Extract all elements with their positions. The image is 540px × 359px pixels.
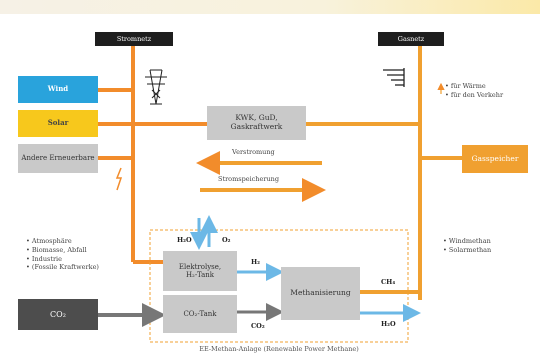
electrolysis-box: Elektrolyse, H₂-Tank xyxy=(163,251,237,291)
gas-grid-label: Gasnetz xyxy=(378,32,444,46)
methanation-box: Methanisierung xyxy=(281,267,360,320)
gas-use-heat: • für Wärme xyxy=(445,82,486,90)
products-list: • Windmethan • Solarmethan xyxy=(443,237,491,255)
gas-uses-list: • für Wärme • für den Verkehr xyxy=(445,82,503,100)
h2o-in-label: H₂O xyxy=(177,236,192,244)
gas-storage-box: Gasspeicher xyxy=(462,145,528,173)
co2-sources-list: • Atmosphäre • Biomasse, Abfall • Indust… xyxy=(26,237,99,272)
gas-pipe-icon xyxy=(383,68,405,87)
wind-box: Wind xyxy=(18,76,98,103)
plant-caption: EE-Methan-Anlage (Renewable Power Methan… xyxy=(199,345,359,353)
reconversion-label: Verstromung xyxy=(232,148,275,156)
h2o-out-label: H₂O xyxy=(381,320,396,328)
co2-source-atmosphere: • Atmosphäre xyxy=(26,237,72,245)
lightning-icon xyxy=(115,167,123,191)
co2-source-biomass: • Biomasse, Abfall xyxy=(26,245,87,254)
ch4-label: CH₄ xyxy=(381,278,396,286)
top-decorative-band xyxy=(0,0,540,14)
co2-source-industry: • Industrie xyxy=(26,254,62,263)
product-solar-methane: • Solarmethan xyxy=(443,245,492,254)
h2-label: H₂ xyxy=(251,258,260,266)
storage-label: Stromspeicherung xyxy=(218,175,279,183)
product-wind-methane: • Windmethan xyxy=(443,237,491,245)
o2-label: O₂ xyxy=(222,236,231,244)
power-pylon-icon xyxy=(145,69,167,105)
chp-box: KWK, GuD, Gaskraftwerk xyxy=(207,106,306,140)
co2-chem-label: CO₂ xyxy=(251,322,265,330)
solar-box: Solar xyxy=(18,110,98,137)
co2-tank-box: CO₂-Tank xyxy=(163,295,237,333)
gas-use-transport: • für den Verkehr xyxy=(445,90,504,99)
co2-box: CO₂ xyxy=(18,299,98,330)
co2-source-fossil: • (Fossile Kraftwerke) xyxy=(26,263,99,272)
power-grid-label: Stromnetz xyxy=(95,32,173,46)
other-renewables-box: Andere Erneuerbare xyxy=(18,144,98,173)
